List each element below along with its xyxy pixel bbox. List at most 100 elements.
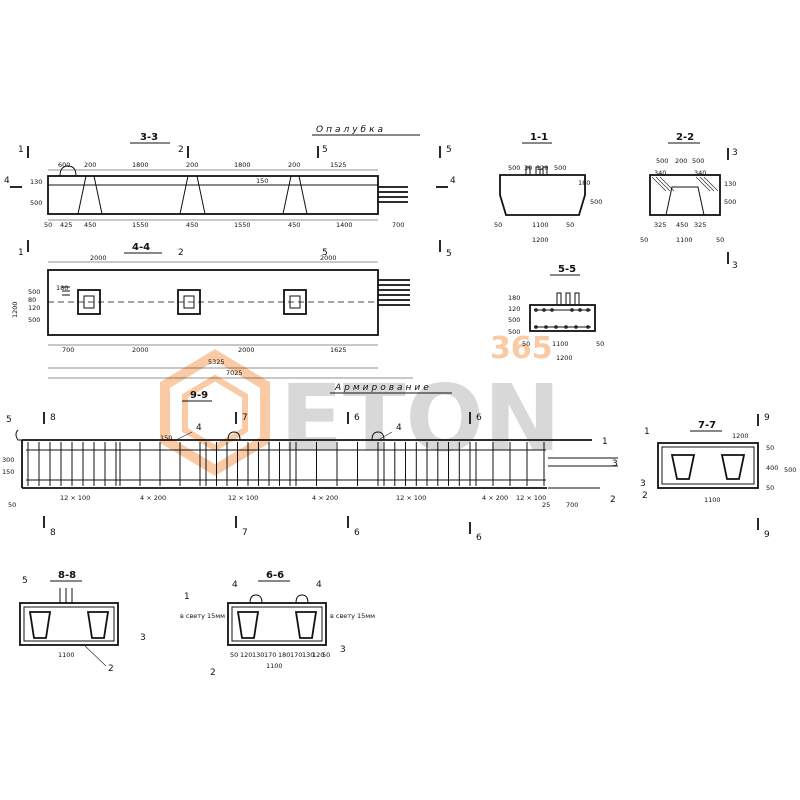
svg-text:1100: 1100 <box>532 221 549 229</box>
svg-text:50: 50 <box>230 651 238 659</box>
plan-4-4: 4-4 2000 2000 1200 500 120 80 500 180 70… <box>11 242 413 379</box>
svg-text:5325: 5325 <box>208 358 225 366</box>
svg-text:5: 5 <box>22 576 28 586</box>
svg-text:2: 2 <box>610 495 616 505</box>
heading-armirovanie: Армирование <box>334 383 432 393</box>
watermark-brand: ETON <box>280 365 561 472</box>
section-title-7-7: 7-7 <box>698 420 716 431</box>
svg-text:500: 500 <box>554 164 566 172</box>
svg-text:700: 700 <box>62 346 74 354</box>
svg-text:1: 1 <box>18 145 24 155</box>
svg-text:4: 4 <box>396 423 402 433</box>
svg-text:5: 5 <box>446 145 452 155</box>
svg-text:325: 325 <box>694 221 706 229</box>
dims-3-3-bottom: 50 425 450 1550 450 1550 450 1400 700 <box>44 221 404 229</box>
svg-text:200: 200 <box>675 157 687 165</box>
svg-text:1550: 1550 <box>132 221 149 229</box>
svg-text:500: 500 <box>508 316 520 324</box>
svg-text:2: 2 <box>178 145 184 155</box>
heading-opalubka: Опалубка <box>316 125 386 135</box>
svg-text:500: 500 <box>28 288 40 296</box>
stirrup-lines <box>27 442 545 486</box>
svg-text:5: 5 <box>322 145 328 155</box>
svg-text:120: 120 <box>536 164 548 172</box>
svg-text:500: 500 <box>784 466 796 474</box>
watermark-logo-icon <box>160 349 270 476</box>
svg-text:50: 50 <box>640 236 648 244</box>
svg-text:12 × 100: 12 × 100 <box>60 494 90 502</box>
svg-text:1100: 1100 <box>552 340 569 348</box>
svg-text:500: 500 <box>30 199 42 207</box>
svg-text:4 × 200: 4 × 200 <box>312 494 338 502</box>
svg-text:8: 8 <box>50 413 56 423</box>
svg-text:6: 6 <box>354 413 360 423</box>
svg-text:1: 1 <box>184 592 190 602</box>
svg-text:6: 6 <box>354 528 360 538</box>
svg-text:150: 150 <box>256 177 268 185</box>
svg-text:8: 8 <box>50 528 56 538</box>
section-title-5-5: 5-5 <box>558 264 576 275</box>
svg-text:1100: 1100 <box>704 496 721 504</box>
section-title-3-3: 3-3 <box>140 132 158 143</box>
section-title-6-6: 6-6 <box>266 570 284 581</box>
svg-text:130: 130 <box>302 651 314 659</box>
svg-text:500: 500 <box>692 157 704 165</box>
svg-text:450: 450 <box>186 221 198 229</box>
svg-text:4: 4 <box>450 176 456 186</box>
svg-text:1100: 1100 <box>676 236 693 244</box>
section-title-2-2: 2-2 <box>676 132 694 143</box>
svg-text:1550: 1550 <box>234 221 251 229</box>
svg-text:425: 425 <box>60 221 72 229</box>
svg-text:180: 180 <box>278 651 290 659</box>
svg-text:3: 3 <box>640 479 646 489</box>
svg-text:6: 6 <box>476 533 482 543</box>
svg-text:2000: 2000 <box>90 254 107 262</box>
svg-text:1800: 1800 <box>132 161 149 169</box>
svg-text:150: 150 <box>2 468 14 476</box>
svg-text:1200: 1200 <box>532 236 549 244</box>
svg-text:340: 340 <box>694 169 706 177</box>
svg-text:50: 50 <box>44 221 52 229</box>
svg-text:3: 3 <box>612 459 618 469</box>
svg-text:50: 50 <box>596 340 604 348</box>
dims-3-3-top: 600 200 1800 200 1800 200 1525 <box>58 161 347 169</box>
svg-text:30: 30 <box>524 164 532 172</box>
svg-text:130: 130 <box>30 178 42 186</box>
svg-text:200: 200 <box>186 161 198 169</box>
svg-text:1200: 1200 <box>556 354 573 362</box>
section-title-8-8: 8-8 <box>58 570 76 581</box>
svg-text:180: 180 <box>578 179 590 187</box>
svg-text:50: 50 <box>494 221 502 229</box>
svg-text:500: 500 <box>656 157 668 165</box>
svg-text:в свету 15мм: в свету 15мм <box>330 612 375 620</box>
svg-text:2: 2 <box>108 664 114 674</box>
svg-text:4 × 200: 4 × 200 <box>482 494 508 502</box>
section-title-4-4: 4-4 <box>132 242 150 253</box>
svg-text:4: 4 <box>316 580 322 590</box>
svg-text:400: 400 <box>766 464 778 472</box>
svg-text:170: 170 <box>290 651 302 659</box>
svg-text:1400: 1400 <box>336 221 353 229</box>
svg-text:50: 50 <box>766 484 774 492</box>
svg-text:120: 120 <box>312 651 324 659</box>
svg-text:50: 50 <box>766 444 774 452</box>
svg-text:1625: 1625 <box>330 346 347 354</box>
svg-text:325: 325 <box>654 221 666 229</box>
svg-text:4: 4 <box>232 580 238 590</box>
svg-text:12 × 100: 12 × 100 <box>516 494 546 502</box>
svg-text:25: 25 <box>542 501 550 509</box>
svg-text:50: 50 <box>8 501 16 509</box>
svg-text:500: 500 <box>590 198 602 206</box>
svg-text:1: 1 <box>602 437 608 447</box>
section-8-8: 8-8 1100 5 3 2 <box>19 570 146 674</box>
section-title-9-9: 9-9 <box>190 390 208 401</box>
svg-text:450: 450 <box>84 221 96 229</box>
svg-text:1525: 1525 <box>330 161 347 169</box>
svg-text:3: 3 <box>732 148 738 158</box>
svg-text:12 × 100: 12 × 100 <box>228 494 258 502</box>
svg-text:5: 5 <box>322 248 328 258</box>
svg-text:4 × 200: 4 × 200 <box>140 494 166 502</box>
svg-text:130: 130 <box>724 180 736 188</box>
svg-text:130: 130 <box>252 651 264 659</box>
svg-text:80: 80 <box>28 296 36 304</box>
